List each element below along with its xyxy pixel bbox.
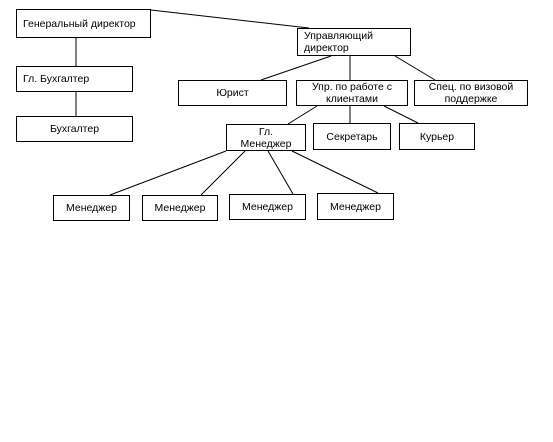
node-label-line-1: Спец. по визовой	[428, 81, 514, 93]
link-glmen-men3	[267, 150, 294, 195]
node-label: Менеджер	[66, 202, 117, 214]
node-label: Гл. Менеджер	[240, 125, 292, 150]
node-visa-specialist: Спец. по визовой поддержке	[414, 80, 528, 106]
node-head-manager: Гл. Менеджер	[226, 124, 306, 151]
node-chief-accountant: Гл. Бухгалтер	[16, 66, 133, 92]
node-label-line-1: Управляющий	[304, 30, 373, 42]
node-label: Менеджер	[154, 202, 206, 214]
link-upr-visa	[394, 55, 436, 81]
link-glmen-men1	[109, 150, 227, 196]
node-manager-2: Менеджер	[142, 195, 218, 221]
link-uprkl-glmen	[287, 105, 318, 125]
link-uprkl-kurer	[383, 105, 419, 124]
node-label: Бухгалтер	[49, 123, 100, 135]
node-courier: Курьер	[399, 123, 475, 150]
node-lawyer: Юрист	[178, 80, 287, 106]
node-managing-director: Управляющий директор	[297, 28, 411, 56]
link-glmen-men4	[291, 150, 379, 194]
node-label: Генеральный директор	[23, 17, 136, 30]
node-secretary: Секретарь	[313, 123, 391, 150]
node-accountant: Бухгалтер	[16, 116, 133, 142]
node-label: Секретарь	[326, 130, 378, 143]
node-client-manager: Упр. по работе с клиентами	[296, 80, 408, 106]
node-label: Менеджер	[242, 201, 293, 213]
node-label-line-2: клиентами	[326, 93, 378, 105]
node-manager-4: Менеджер	[317, 193, 394, 220]
node-label: Гл. Бухгалтер	[23, 73, 90, 85]
node-label-line-2: поддержке	[444, 93, 498, 105]
node-label: Юрист	[216, 87, 249, 99]
node-manager-3: Менеджер	[229, 194, 306, 220]
link-upr-jurist	[260, 55, 332, 81]
link-glmen-men2	[200, 150, 246, 196]
node-label-line-2: директор	[304, 42, 349, 54]
node-label: Курьер	[419, 130, 455, 143]
node-label-line-1: Упр. по работе с	[311, 81, 392, 93]
node-label: Менеджер	[330, 200, 381, 213]
link-gendir-upr	[150, 9, 310, 29]
node-general-director: Генеральный директор	[16, 9, 151, 38]
node-manager-1: Менеджер	[53, 195, 130, 221]
